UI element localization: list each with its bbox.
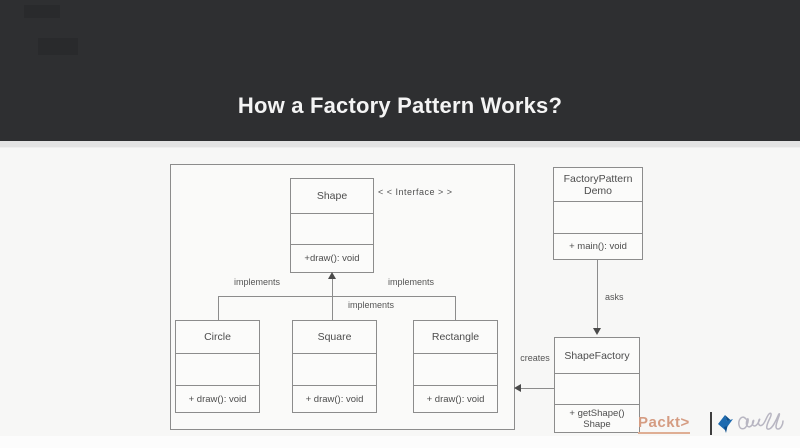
class-name: FactoryPattern Demo xyxy=(554,168,642,202)
creates-arrowhead-icon xyxy=(514,384,521,392)
class-name: Rectangle xyxy=(414,321,497,354)
class-box-square: Square + draw(): void xyxy=(292,320,377,413)
creates-line xyxy=(521,388,554,389)
class-fields-empty xyxy=(291,214,373,245)
header-artifact xyxy=(38,38,78,55)
class-method: +draw(): void xyxy=(304,253,360,264)
class-fields-empty xyxy=(293,354,376,386)
implements-line-center xyxy=(332,279,333,320)
packt-logo: Packt> xyxy=(638,414,690,434)
implements-label-center: implements xyxy=(347,300,394,310)
class-method: + main(): void xyxy=(569,241,627,252)
bird-icon xyxy=(716,413,735,439)
implements-line-left-stub xyxy=(218,296,219,320)
header xyxy=(0,0,800,141)
class-name: Shape xyxy=(291,179,373,214)
class-method: + draw(): void xyxy=(426,393,485,405)
implements-line-horizontal xyxy=(218,296,456,297)
header-artifact xyxy=(24,5,60,18)
creates-label: creates xyxy=(520,353,550,363)
class-method: + draw(): void xyxy=(188,393,247,405)
class-fields-empty xyxy=(176,354,259,386)
class-box-circle: Circle + draw(): void xyxy=(175,320,260,413)
header-divider xyxy=(0,141,800,148)
class-name: Circle xyxy=(176,321,259,354)
class-name-line1: FactoryPattern xyxy=(563,172,633,185)
signature-logo-icon xyxy=(736,410,786,442)
asks-label: asks xyxy=(605,292,624,302)
class-box-shape: Shape +draw(): void xyxy=(290,178,374,273)
class-box-rectangle: Rectangle + draw(): void xyxy=(413,320,498,413)
class-box-shape-factory: ShapeFactory + getShape() Shape xyxy=(554,337,640,433)
interface-stereotype-label: < < Interface > > xyxy=(378,187,453,197)
class-method-line1: + getShape() xyxy=(569,407,625,419)
class-method-line2: Shape xyxy=(583,418,611,430)
logo-separator xyxy=(710,412,712,435)
bottom-strip xyxy=(0,436,800,448)
class-name: Square xyxy=(293,321,376,354)
implements-label-left: implements xyxy=(233,277,280,287)
implements-arrowhead-icon xyxy=(328,272,336,279)
class-fields-empty xyxy=(554,202,642,234)
class-box-factory-pattern-demo: FactoryPattern Demo + main(): void xyxy=(553,167,643,260)
class-method: + getShape() Shape xyxy=(555,405,639,432)
page-title: How a Factory Pattern Works? xyxy=(237,93,563,118)
implements-label-right: implements xyxy=(387,277,434,287)
class-method: + draw(): void xyxy=(305,393,364,405)
implements-line-right-stub xyxy=(455,296,456,320)
class-name-line2: Demo xyxy=(583,184,612,197)
asks-arrowhead-icon xyxy=(593,328,601,335)
class-fields-empty xyxy=(414,354,497,386)
class-fields-empty xyxy=(555,374,639,405)
asks-line xyxy=(597,260,598,328)
class-name: ShapeFactory xyxy=(555,338,639,374)
